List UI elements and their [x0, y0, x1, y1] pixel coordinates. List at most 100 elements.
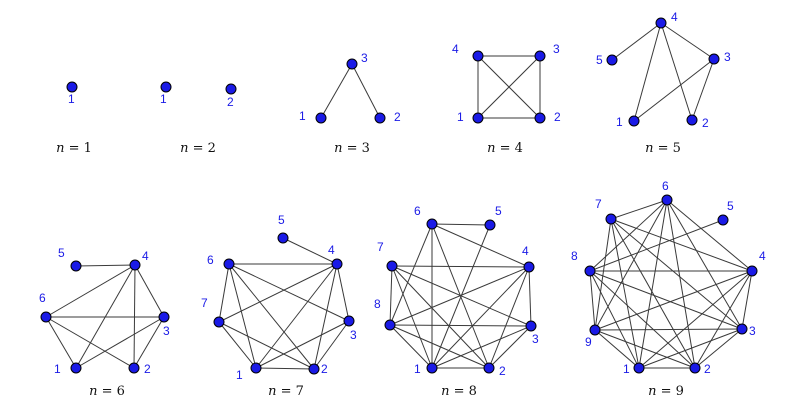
graph-caption: n = 3: [334, 141, 370, 156]
graph-vertex: [277, 232, 289, 244]
graph-edge: [218, 263, 338, 323]
vertex-label: 6: [39, 291, 46, 305]
graph-vertex: [661, 194, 673, 206]
graph-vertex: [331, 258, 343, 270]
graph-vertex: [686, 114, 698, 126]
graph-vertex: [689, 362, 701, 374]
graph-vertex: [386, 260, 398, 272]
graph-edge: [589, 270, 596, 331]
graph-vertex: [213, 316, 225, 328]
graph-edge: [488, 266, 530, 369]
graph-vertex: [534, 112, 546, 124]
graph-edge: [594, 199, 668, 331]
graph-edge: [528, 266, 532, 327]
graph-edge: [694, 328, 743, 369]
graph-vertex: [472, 50, 484, 62]
graph-vertex: [628, 115, 640, 127]
vertex-label: 3: [749, 324, 756, 338]
vertex-label: 3: [163, 324, 170, 338]
vertex-label: 7: [595, 197, 602, 211]
vertex-label: 2: [704, 362, 711, 376]
graph-edge: [75, 264, 136, 267]
graph-caption: n = 7: [268, 384, 304, 399]
vertex-label: 7: [201, 296, 208, 310]
graph-vertex: [40, 311, 52, 323]
graph-vertex: [426, 218, 438, 230]
graph-vertex: [589, 324, 601, 336]
vertex-label: 5: [495, 204, 502, 218]
graph-edge: [282, 237, 338, 265]
vertex-label: 5: [58, 246, 65, 260]
graph-edge: [594, 218, 612, 331]
graph-vertex: [129, 259, 141, 271]
graph-edge: [610, 218, 696, 369]
vertex-label: 1: [160, 92, 167, 106]
graph-edge: [589, 219, 724, 272]
vertex-label: 3: [532, 332, 539, 346]
graph-vertex: [384, 319, 396, 331]
graph-edge: [431, 223, 491, 226]
vertex-label: 4: [671, 10, 678, 24]
graph-vertex: [346, 58, 358, 70]
graph-vertex: [70, 362, 82, 374]
graph-edge: [255, 367, 315, 370]
graph-edge: [611, 22, 662, 61]
vertex-label: 4: [142, 249, 149, 263]
vertex-label: 1: [299, 109, 306, 123]
vertex-label: 2: [499, 364, 506, 378]
graph-edge: [228, 263, 315, 370]
graph-edge: [589, 270, 696, 369]
graph-edge: [594, 270, 753, 331]
vertex-label: 1: [68, 92, 75, 106]
graph-edge: [594, 328, 743, 331]
graph-vertex: [66, 81, 78, 93]
vertex-label: 2: [394, 110, 401, 124]
graph-edge: [391, 265, 433, 369]
graph-edge: [313, 263, 338, 370]
graph-edge: [391, 265, 490, 369]
graph-edge: [351, 63, 381, 119]
graph-vertex: [606, 54, 618, 66]
graph-vertex: [633, 362, 645, 374]
graph-edge: [391, 265, 532, 327]
graph-edge: [638, 328, 743, 369]
graph-edge: [45, 264, 136, 318]
graph-edge: [633, 58, 715, 122]
vertex-label: 9: [585, 335, 592, 349]
graph-caption: n = 2: [180, 141, 216, 156]
vertex-label: 1: [623, 362, 630, 376]
vertex-label: 4: [328, 243, 335, 257]
graph-vertex: [315, 112, 327, 124]
graph-edge: [610, 199, 668, 220]
graph-vertex: [158, 311, 170, 323]
vertex-label: 5: [278, 213, 285, 227]
graph-edge: [389, 324, 490, 369]
vertex-label: 4: [522, 244, 529, 258]
graph-vertex: [534, 50, 546, 62]
vertex-label: 4: [759, 249, 766, 263]
vertex-label: 6: [414, 204, 421, 218]
graph-vertex: [584, 265, 596, 277]
graph-edge: [218, 263, 230, 323]
vertex-label: 3: [724, 50, 731, 64]
graph-vertex: [128, 362, 140, 374]
graph-edge: [638, 270, 753, 369]
graph-vertex: [708, 53, 720, 65]
graph-edge: [391, 265, 530, 268]
graph-edge: [741, 270, 753, 330]
graph-caption: n = 1: [56, 141, 92, 156]
graph-edge: [431, 266, 530, 369]
graph-panel: 1 n = 1: [56, 81, 92, 156]
graph-vertex: [746, 265, 758, 277]
vertex-label: 6: [207, 253, 214, 267]
graph-edge: [594, 329, 640, 369]
vertex-label: 5: [727, 199, 734, 213]
graph-vertex: [525, 320, 537, 332]
graph-vertex: [472, 112, 484, 124]
graph-edge: [694, 270, 753, 369]
graph-vertex: [223, 258, 235, 270]
graph-vertex: [655, 17, 667, 29]
